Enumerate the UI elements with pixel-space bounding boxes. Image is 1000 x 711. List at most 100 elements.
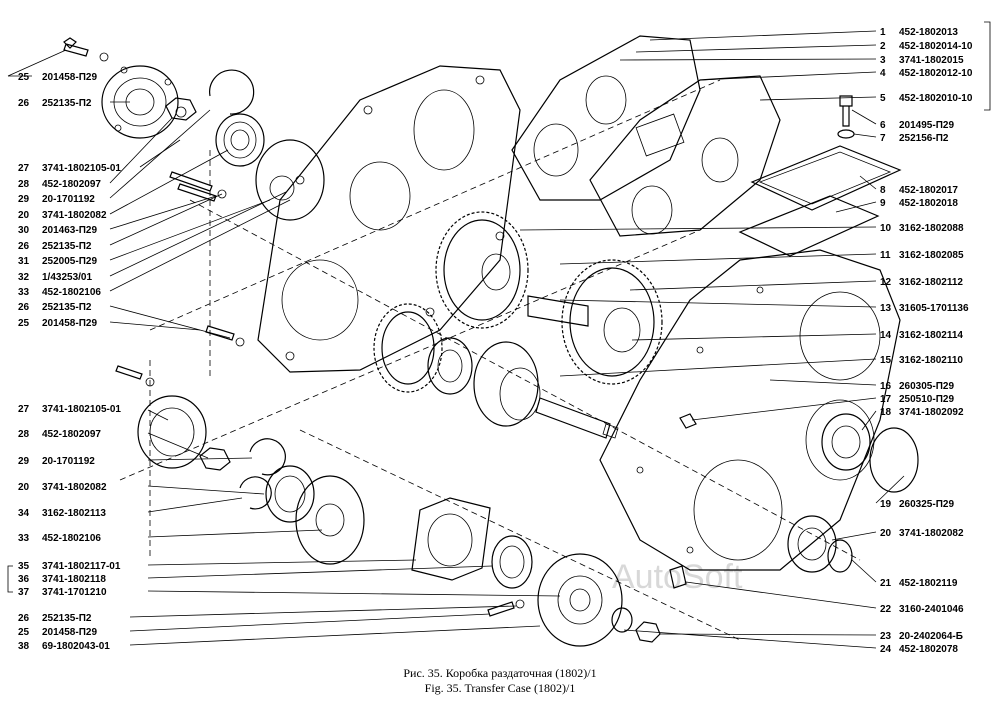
assembly-axes	[119, 79, 861, 641]
callout-number: 15	[880, 355, 892, 366]
callout-number: 16	[880, 381, 892, 392]
callout-number: 3	[880, 55, 886, 66]
part-code: 201495-П29	[899, 120, 954, 131]
left-part-group-lower	[137, 395, 661, 647]
part-code: 252135-П2	[42, 98, 92, 109]
part-code: 3741-1802105-01	[42, 163, 121, 174]
inspection-cover-parts	[738, 95, 902, 257]
figure-caption-ru: Рис. 35. Коробка раздаточная (1802)/1	[403, 666, 597, 680]
part-code: 3741-1802015	[899, 55, 964, 66]
part-code: 452-1802014-10	[899, 41, 973, 52]
callout-number: 11	[880, 250, 891, 261]
callout-number: 36	[18, 574, 30, 585]
part-code: 260305-П29	[899, 381, 954, 392]
callout-number: 10	[880, 223, 892, 234]
callout-number: 19	[880, 499, 892, 510]
part-code: 452-1802018	[899, 198, 958, 209]
part-code: 250510-П29	[899, 394, 954, 405]
part-code: 3162-1802088	[899, 223, 964, 234]
part-code: 252156-П2	[899, 133, 949, 144]
part-code: 452-1802106	[42, 287, 101, 298]
part-code: 452-1802017	[899, 185, 958, 196]
part-code: 452-1802097	[42, 179, 101, 190]
part-code: 260325-П29	[899, 499, 954, 510]
callout-number: 1	[880, 27, 886, 38]
part-code: 3741-1802105-01	[42, 404, 121, 415]
callout-number: 29	[18, 194, 30, 205]
callout-number: 26	[18, 613, 30, 624]
part-code: 452-1802010-10	[899, 93, 973, 104]
callout-number: 2	[880, 41, 886, 52]
callout-number: 5	[880, 93, 886, 104]
part-code: 20-1701192	[42, 194, 95, 205]
callout-number: 13	[880, 303, 892, 314]
part-code: 1/43253/01	[42, 272, 92, 283]
part-code: 3741-1802082	[42, 482, 107, 493]
callout-number: 27	[18, 163, 30, 174]
part-code: 252005-П29	[42, 256, 97, 267]
part-code: 3741-1802082	[899, 528, 964, 539]
part-code: 3741-1701210	[42, 587, 107, 598]
part-code: 452-1802119	[899, 578, 958, 589]
part-code: 31605-1701136	[899, 303, 969, 314]
callout-number: 24	[880, 644, 892, 655]
part-code: 252135-П2	[42, 241, 92, 252]
part-code: 3162-1802114	[899, 330, 963, 341]
figure-caption-en: Fig. 35. Transfer Case (1802)/1	[424, 681, 576, 695]
callout-number: 35	[18, 561, 30, 572]
callout-labels-right: 1 452-1802013 2 452-1802014-10 3 3741-18…	[880, 27, 973, 655]
callout-number: 25	[18, 318, 30, 329]
part-code: 3741-1802092	[899, 407, 964, 418]
callout-number: 30	[18, 225, 30, 236]
callout-number: 28	[18, 179, 30, 190]
gear-train	[373, 211, 663, 439]
part-code: 252135-П2	[42, 613, 92, 624]
callout-number: 38	[18, 641, 30, 652]
part-code: 3741-1802118	[42, 574, 106, 585]
callout-number: 25	[18, 72, 30, 83]
part-code: 3741-1802117-01	[42, 561, 121, 572]
callout-number: 29	[18, 456, 30, 467]
callout-number: 8	[880, 185, 886, 196]
callout-number: 26	[18, 98, 30, 109]
callout-number: 37	[18, 587, 30, 598]
leader-lines-left	[7, 49, 561, 646]
top-cover-assembly	[511, 35, 781, 237]
watermark: AutoSoft	[612, 558, 743, 596]
part-code: 20-1701192	[42, 456, 95, 467]
callout-number: 12	[880, 277, 892, 288]
part-code: 3162-1802110	[899, 355, 963, 366]
callout-number: 34	[18, 508, 30, 519]
callout-number: 6	[880, 120, 886, 131]
callout-number: 23	[880, 631, 892, 642]
callout-number: 33	[18, 533, 30, 544]
left-part-group-upper	[63, 37, 325, 387]
part-code: 69-1802043-01	[42, 641, 110, 652]
part-code: 452-1802012-10	[899, 68, 973, 79]
callout-number: 18	[880, 407, 892, 418]
callout-number: 27	[18, 404, 30, 415]
part-code: 201458-П29	[42, 318, 97, 329]
gasket-plate	[257, 65, 521, 373]
part-code: 3741-1802082	[42, 210, 107, 221]
part-code: 201463-П29	[42, 225, 97, 236]
part-code: 3162-1802113	[42, 508, 106, 519]
callout-number: 20	[880, 528, 892, 539]
part-code: 452-1802013	[899, 27, 958, 38]
callout-number: 25	[18, 627, 30, 638]
callout-number: 20	[18, 482, 30, 493]
callout-number: 7	[880, 133, 886, 144]
part-code: 3162-1802085	[899, 250, 964, 261]
part-code: 452-1802078	[899, 644, 958, 655]
callout-number: 26	[18, 241, 30, 252]
callout-number: 26	[18, 302, 30, 313]
callout-number: 20	[18, 210, 30, 221]
leader-lines-right	[519, 21, 991, 649]
callout-number: 9	[880, 198, 886, 209]
part-code: 201458-П29	[42, 72, 97, 83]
callout-number: 22	[880, 604, 892, 615]
part-code: 20-2402064-Б	[899, 631, 963, 642]
callout-number: 21	[880, 578, 892, 589]
callout-number: 33	[18, 287, 30, 298]
